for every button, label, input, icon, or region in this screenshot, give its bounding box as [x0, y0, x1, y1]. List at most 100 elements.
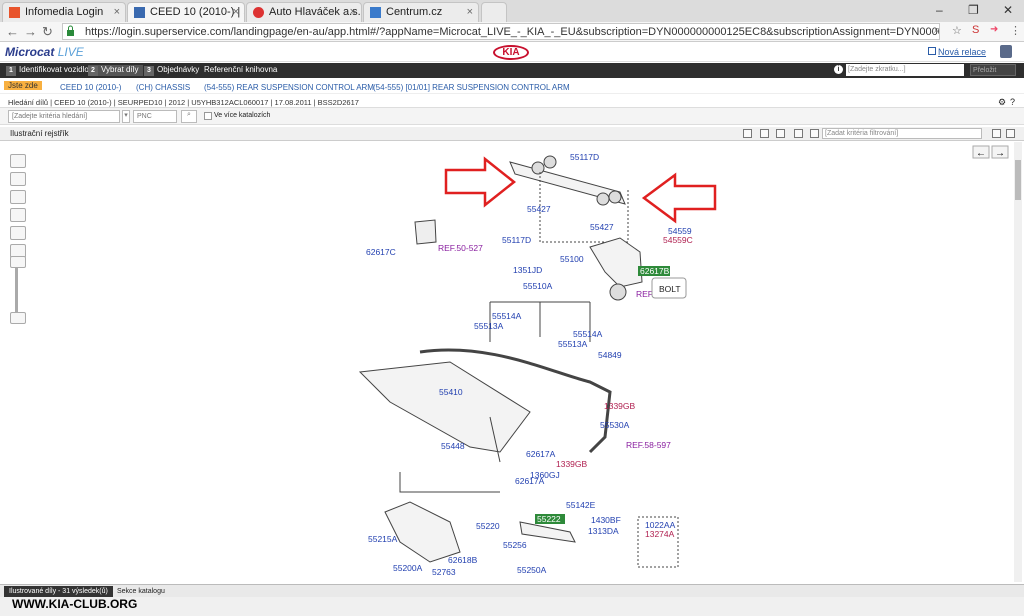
reload-icon[interactable]: ↻	[42, 24, 53, 39]
refresh-icon[interactable]	[743, 129, 752, 138]
clear-filter-icon[interactable]	[992, 129, 1001, 138]
part-label[interactable]: 1313DA	[588, 526, 619, 536]
part-label[interactable]: 54559C	[663, 235, 693, 245]
extension-icon[interactable]: ➜	[990, 24, 999, 35]
part-label[interactable]: 55410	[439, 387, 463, 397]
zoom-slider[interactable]	[15, 267, 18, 319]
list-icon[interactable]	[776, 129, 785, 138]
parts-diagram[interactable]: 55117D 55427 55427 55117D 55100 1351JD 6…	[30, 142, 1014, 585]
info-icon[interactable]: i	[834, 65, 843, 74]
part-label[interactable]: 62617B	[640, 266, 670, 276]
filter-icon[interactable]	[1006, 129, 1015, 138]
close-window-icon[interactable]: ✕	[1003, 3, 1014, 17]
part-label[interactable]: 62617A	[515, 476, 545, 486]
minimize-icon[interactable]: –	[936, 3, 943, 17]
part-label[interactable]: 1022AA	[645, 520, 676, 530]
part-label[interactable]: 52763	[432, 567, 456, 577]
part-label[interactable]: 55513A	[558, 339, 588, 349]
new-session-icon[interactable]	[928, 47, 936, 55]
rotate-icon[interactable]	[10, 154, 26, 168]
help-icon[interactable]: ?	[1010, 97, 1016, 107]
part-label[interactable]: 55427	[590, 222, 614, 232]
chevron-down-icon[interactable]: ▾	[122, 110, 130, 123]
part-label[interactable]: 55256	[503, 540, 527, 550]
part-label[interactable]: 55514A	[492, 311, 522, 321]
search-type-select[interactable]: PNC	[133, 110, 177, 123]
browser-tab[interactable]: Centrum.cz×	[363, 2, 479, 22]
part-label[interactable]: 55142E	[566, 500, 596, 510]
part-label[interactable]: 55200A	[393, 563, 423, 573]
part-label[interactable]: 55117D	[502, 235, 531, 245]
part-label[interactable]: 1351JD	[513, 265, 542, 275]
browser-tab[interactable]: Infomedia Login×	[2, 2, 126, 22]
close-tab-icon[interactable]: ×	[466, 6, 473, 18]
breadcrumb-item[interactable]: (54-555) REAR SUSPENSION CONTROL ARM	[204, 83, 374, 92]
part-label[interactable]: 62618B	[448, 555, 478, 565]
part-label[interactable]: 55100	[560, 254, 584, 264]
part-label[interactable]: 55530A	[600, 420, 630, 430]
part-label[interactable]: 55117D	[570, 152, 599, 162]
tab-illustrated-parts[interactable]: Ilustrované díly - 31 výsledek(ů)	[4, 586, 113, 597]
shortcut-input[interactable]: [Zadejte zkratku...]	[846, 64, 964, 76]
part-label[interactable]: 55513A	[474, 321, 504, 331]
search-input[interactable]: [Zadejte kritéria hledání]	[8, 110, 120, 123]
doc-icon[interactable]	[794, 129, 803, 138]
menu-icon[interactable]: ⋮	[1010, 25, 1021, 37]
close-tab-icon[interactable]: ×	[113, 6, 120, 18]
part-label[interactable]: 62617C	[366, 247, 396, 257]
zoom-icon[interactable]: ⌕	[934, 24, 941, 36]
browser-tab[interactable]: Auto Hlaváček a.s.×	[246, 2, 362, 22]
part-label[interactable]: 62617A	[526, 449, 556, 459]
part-label[interactable]: 13274A	[645, 529, 675, 539]
part-label[interactable]: 55427	[527, 204, 551, 214]
settings-icon[interactable]: ⚙	[998, 97, 1007, 107]
star-icon[interactable]	[10, 172, 26, 186]
part-label[interactable]: REF.50-527	[438, 243, 483, 253]
print-icon[interactable]	[10, 190, 26, 204]
part-label[interactable]: 55510A	[523, 281, 553, 291]
prev-illustration-button[interactable]	[972, 145, 990, 159]
part-label[interactable]: 54559	[668, 226, 692, 236]
part-label[interactable]: 55514A	[573, 329, 603, 339]
next-illustration-button[interactable]	[991, 145, 1009, 159]
url-input[interactable]: https://login.superservice.com/landingpa…	[62, 23, 940, 40]
part-label[interactable]: 55250A	[517, 565, 547, 575]
grid-icon[interactable]	[760, 129, 769, 138]
part-label[interactable]: 1339GB	[604, 401, 636, 411]
breadcrumb-item[interactable]: (54-555) [01/01] REAR SUSPENSION CONTROL…	[373, 83, 570, 92]
browser-tab-active[interactable]: CEED 10 (2010-) | SEURP×	[127, 2, 245, 22]
part-label[interactable]: 55448	[441, 441, 465, 451]
part-label[interactable]: 1430BF	[591, 515, 621, 525]
part-label[interactable]: 1339GB	[556, 459, 588, 469]
step-reference-library[interactable]: Referenční knihovna	[204, 65, 278, 74]
tab-catalog-sections[interactable]: Sekce katalogu	[117, 588, 165, 595]
forward-icon[interactable]: →	[24, 24, 37, 39]
part-label[interactable]: REF.58-597	[626, 440, 671, 450]
bookmark-star-icon[interactable]: ☆	[952, 25, 962, 37]
zoom-in-icon[interactable]	[10, 256, 26, 268]
multi-catalog-checkbox[interactable]	[204, 112, 212, 120]
diagram-scrollbar[interactable]	[1014, 142, 1022, 582]
extension-icon[interactable]: S	[972, 24, 980, 36]
search-icon[interactable]: ⌕	[181, 110, 197, 123]
breadcrumb-item[interactable]: (CH) CHASSIS	[136, 83, 191, 92]
maximize-icon[interactable]: ❐	[968, 3, 979, 17]
part-label[interactable]: 55222	[537, 514, 561, 524]
new-session-link[interactable]: Nová relace	[938, 47, 987, 57]
part-label[interactable]: 1360GJ	[530, 470, 560, 480]
translate-button[interactable]: Přeložit	[970, 64, 1016, 76]
filter-input[interactable]: [Zadat kritéria filtrování]	[822, 128, 982, 139]
user-icon[interactable]	[1000, 45, 1012, 58]
part-label[interactable]: REF.	[636, 289, 654, 299]
part-label[interactable]: 55215A	[368, 534, 398, 544]
new-tab-button[interactable]	[481, 2, 507, 22]
car-icon[interactable]	[810, 129, 819, 138]
part-label[interactable]: 55220	[476, 521, 500, 531]
part-label[interactable]: 54849	[598, 350, 622, 360]
back-icon[interactable]: ←	[6, 24, 19, 39]
close-tab-icon[interactable]: ×	[232, 6, 239, 18]
breadcrumb-item[interactable]: CEED 10 (2010-)	[60, 83, 122, 92]
